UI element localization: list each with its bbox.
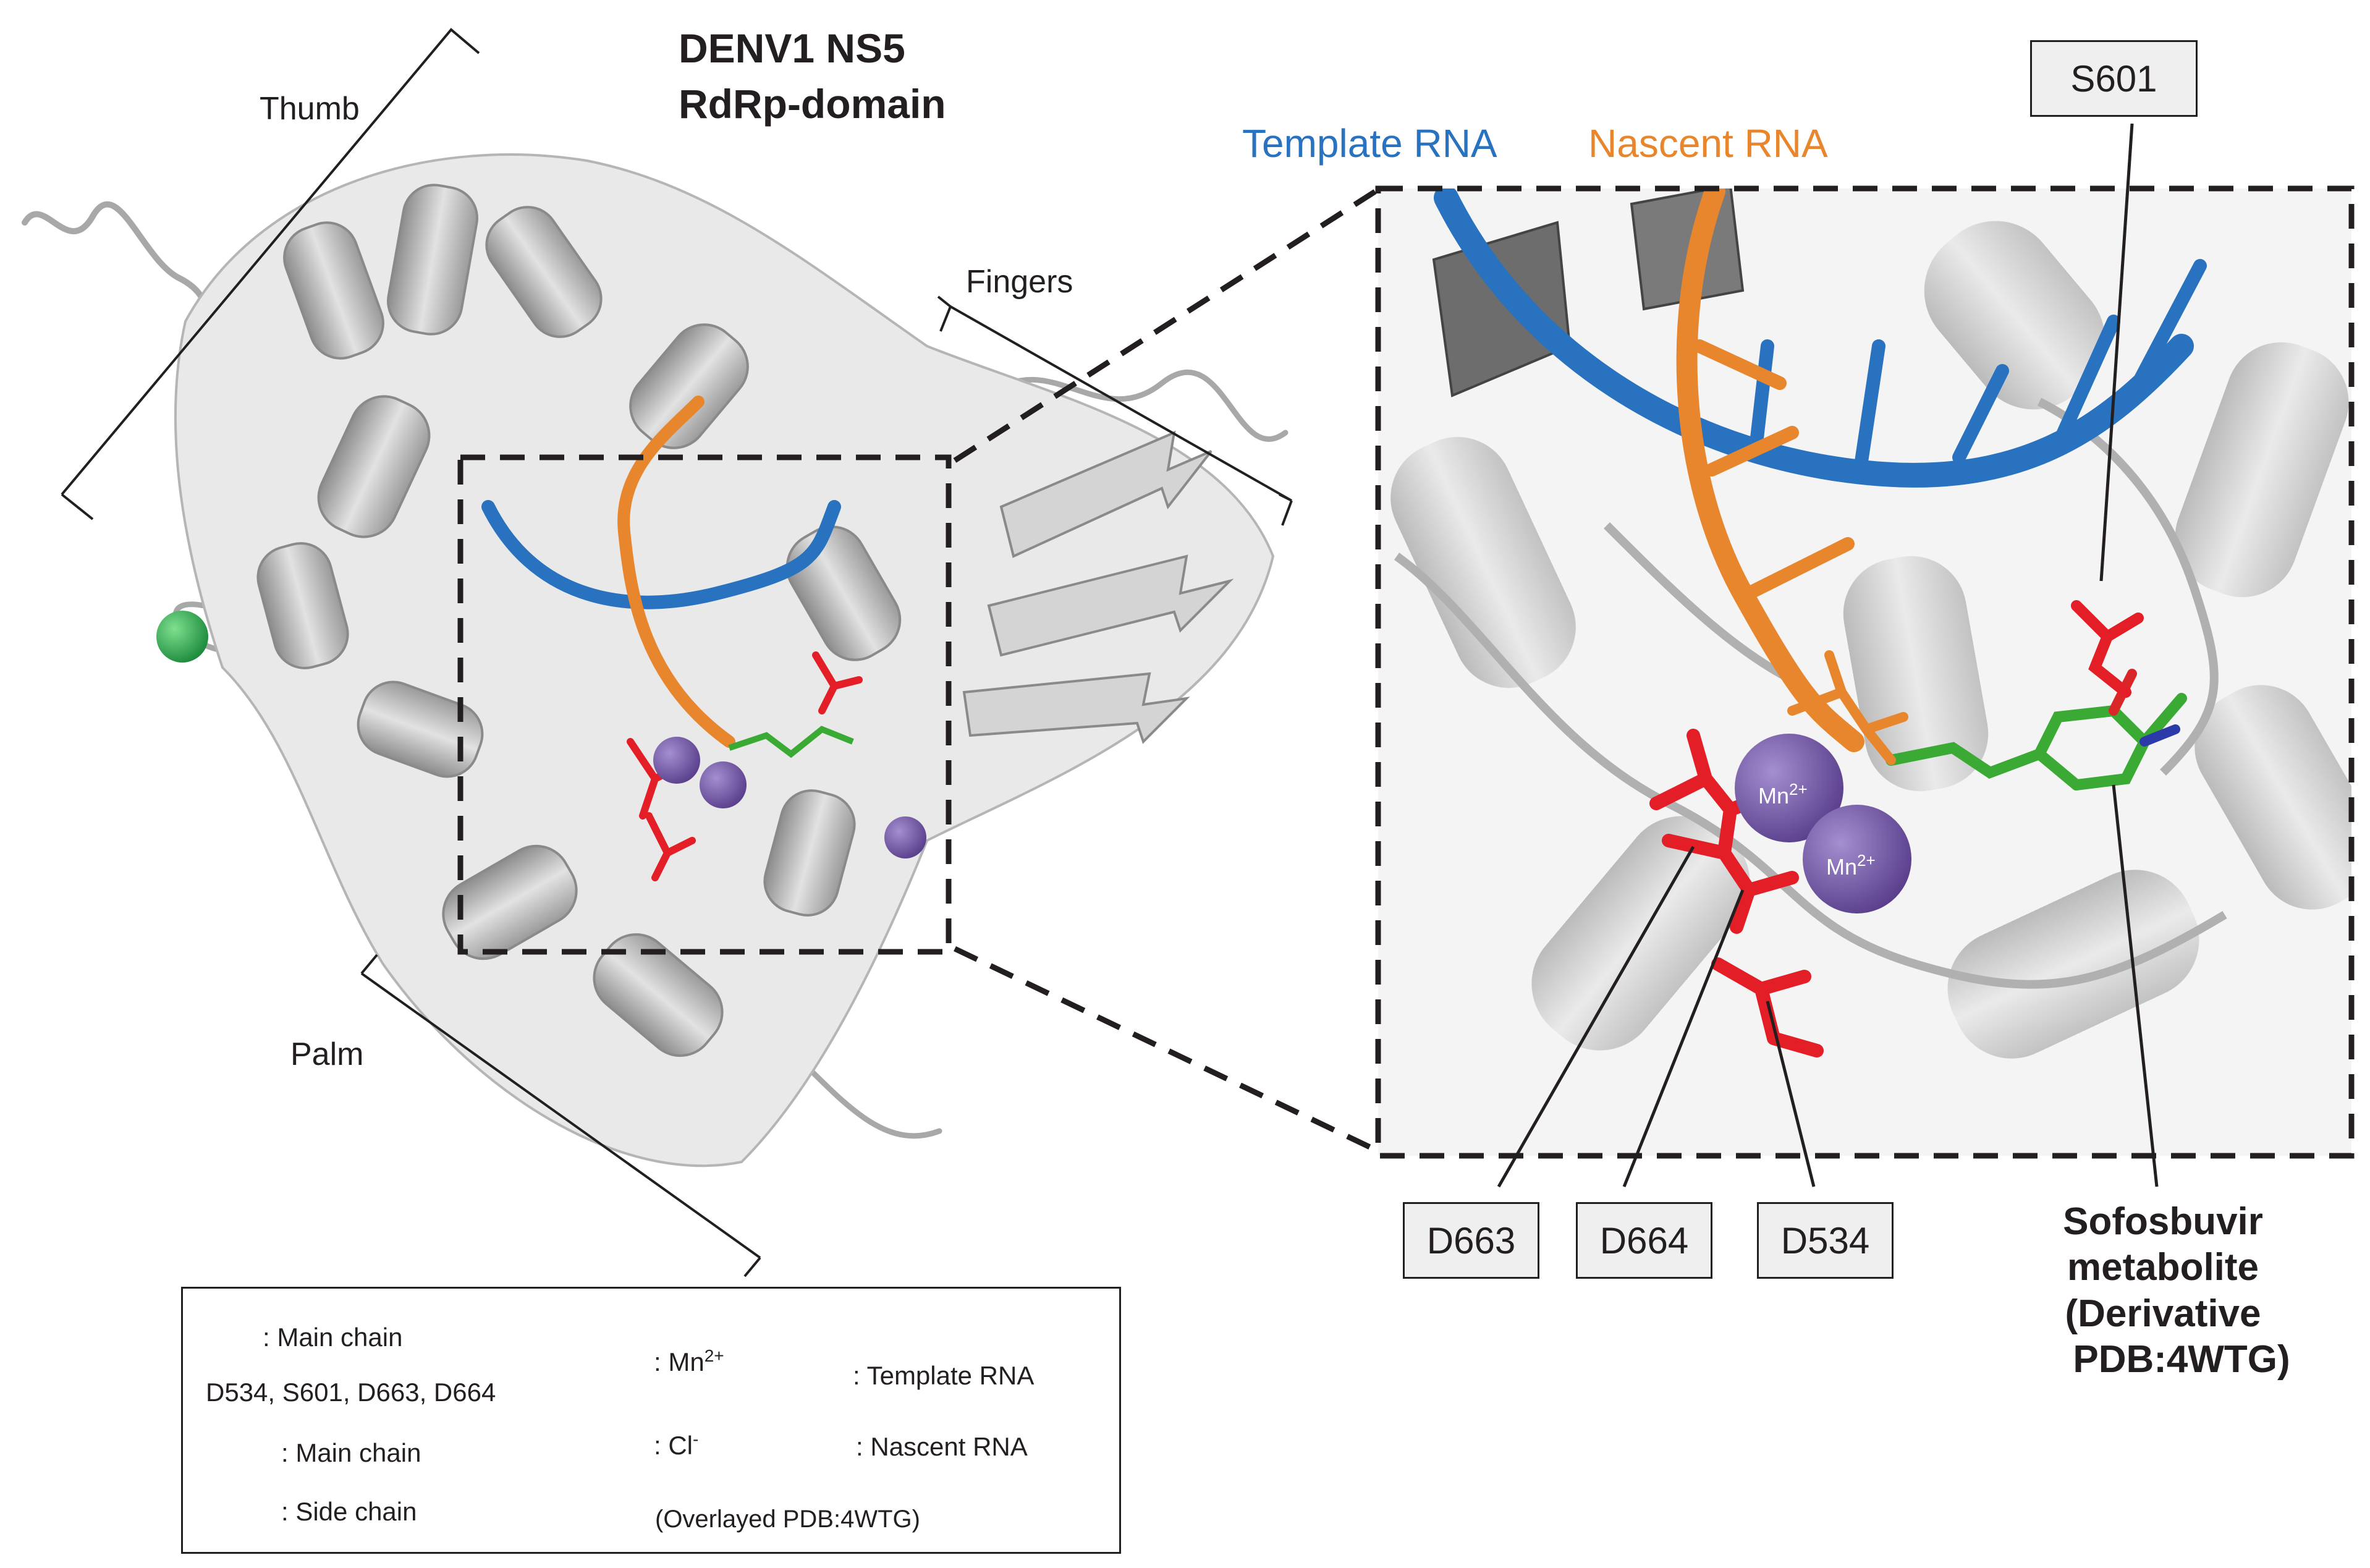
d664-label: D664 (1576, 1202, 1712, 1279)
thumb-bracket-tick (61, 493, 94, 520)
legend-mn: : Mn2+ (654, 1346, 724, 1376)
nascent-rna-label: Nascent RNA (1588, 121, 1828, 166)
sofosbuvir-ligand-small (728, 726, 854, 758)
residue-leader-lines (1497, 123, 2159, 1188)
sofosbuvir-label: Sofosbuvir metabolite (Derivative PDB:4W… (2033, 1199, 2293, 1383)
mn-ion-zoom-2 (1803, 805, 1911, 913)
sofosbuvir-line1: Sofosbuvir (2063, 1200, 2263, 1243)
zoom-connector-top (953, 189, 1377, 463)
s601-residue-zoom (2071, 600, 2144, 698)
legend-residue-main-chain: : Main chain (281, 1438, 421, 1467)
legend-nascent-rna: : Nascent RNA (856, 1432, 1028, 1461)
palm-label: Palm (290, 1036, 364, 1072)
palm-bracket (360, 954, 761, 1278)
figure-title-line1: DENV1 NS5 (679, 25, 905, 71)
domain-brackets (61, 28, 1293, 1278)
legend-footnote: (Overlayed PDB:4WTG) (655, 1506, 920, 1533)
mn-ion-left-2 (700, 761, 747, 808)
protein-helices (256, 184, 1234, 1057)
mn-ion-zoom-1-label: Mn2+ (1758, 780, 1808, 808)
zoom-target-box (1375, 185, 2355, 1159)
cl-ion (156, 611, 208, 663)
thumb-bracket (61, 28, 480, 496)
fingers-bracket-ends (939, 306, 1293, 526)
legend (181, 1287, 1121, 1554)
template-rna-zoom (1434, 189, 2194, 488)
template-rna-label: Template RNA (1242, 121, 1497, 166)
mn-ion-zoom-2-label: Mn2+ (1826, 851, 1876, 879)
mn-ion-left-1 (653, 737, 700, 784)
template-rna-strand (481, 500, 841, 609)
figure-title-line2: RdRp-domain (679, 81, 946, 127)
mn-ion-zoom-1 (1735, 734, 1843, 842)
sofosbuvir-line4: PDB:4WTG) (2073, 1338, 2290, 1381)
nascent-rna-zoom (1676, 189, 1864, 752)
sofosbuvir-line2: metabolite (2067, 1246, 2259, 1289)
d663-label: D663 (1403, 1202, 1539, 1279)
legend-main-chain: : Main chain (263, 1323, 403, 1352)
nascent-rna-strand (617, 396, 735, 748)
legend-cl: : Cl- (654, 1430, 699, 1460)
s601-label: S601 (2030, 40, 2198, 117)
fingers-label: Fingers (966, 264, 1073, 300)
sofosbuvir-line3: (Derivative (2065, 1292, 2261, 1335)
thumb-label: Thumb (260, 91, 360, 127)
zoom-source-box (457, 454, 952, 955)
mn-ion-left-3 (884, 816, 926, 858)
legend-side-chain: : Side chain (281, 1497, 417, 1526)
zoom-connector-bottom (954, 946, 1376, 1153)
zoomed-active-site: Mn2+ Mn2+ (1378, 189, 2351, 1156)
legend-template-rna: : Template RNA (853, 1361, 1035, 1390)
fingers-bracket (937, 295, 1292, 502)
d534-label: D534 (1757, 1202, 1894, 1279)
legend-residue-list: D534, S601, D663, D664 (206, 1378, 496, 1407)
